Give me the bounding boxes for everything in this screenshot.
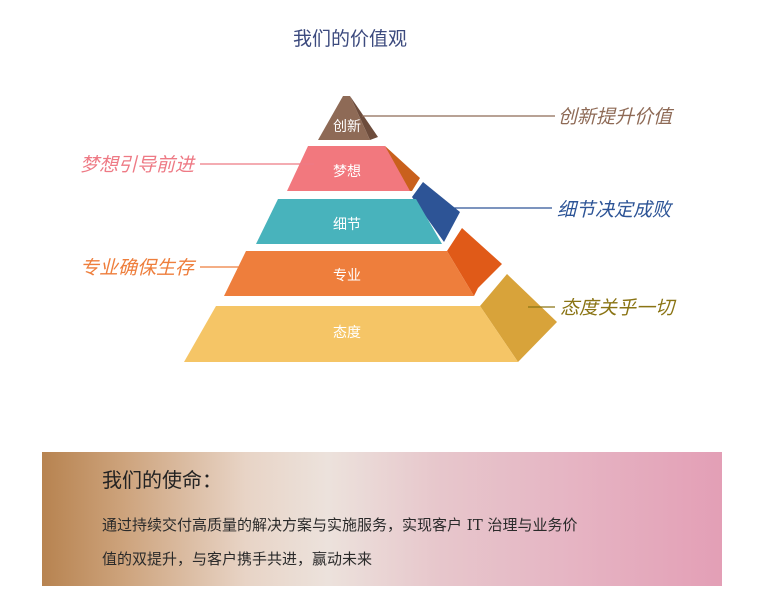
tier-innovation-label: 创新 (333, 119, 361, 135)
pyramid-tier-professional: 专业 (224, 228, 502, 296)
tier-professional-side (447, 228, 502, 296)
mission-text: 通过持续交付高质量的解决方案与实施服务，实现客户 IT 治理与业务价 值的双提升… (102, 508, 712, 576)
value-pyramid: 创新 梦想 细节 专业 态度 创新提升价值 梦想引导前进 细节决定成败 专业确保… (80, 96, 677, 362)
mission-line-1: 通过持续交付高质量的解决方案与实施服务，实现客户 IT 治理与业务价 (102, 516, 578, 534)
page-title: 我们的价值观 (292, 28, 407, 50)
mission-line-2: 值的双提升，与客户携手共进，赢动未来 (102, 550, 373, 568)
tier-detail-front (256, 199, 442, 244)
tier-attitude-front (184, 306, 518, 362)
tier-attitude-side (480, 274, 557, 362)
tier-dream-front (287, 146, 410, 191)
tier-detail-side (412, 182, 460, 242)
pyramid-tier-dream: 梦想 (287, 146, 420, 191)
tier-professional-front (224, 251, 474, 296)
mission-title: 我们的使命： (102, 468, 222, 492)
tier-dream-label: 梦想 (333, 164, 361, 180)
callout-detail-text: 细节决定成败 (557, 199, 674, 221)
tier-innovation-side (350, 96, 378, 140)
tier-professional-label: 专业 (333, 268, 361, 284)
tier-detail-label: 细节 (333, 217, 361, 233)
mission-banner: 我们的使命： 通过持续交付高质量的解决方案与实施服务，实现客户 IT 治理与业务… (42, 452, 722, 586)
pyramid-tier-detail: 细节 (256, 182, 460, 244)
tier-innovation-front (318, 96, 370, 140)
pyramid-tier-attitude: 态度 (184, 274, 557, 362)
callout-dream-text: 梦想引导前进 (80, 154, 196, 176)
callout-innovation-text: 创新提升价值 (558, 106, 675, 128)
callout-professional-text: 专业确保生存 (80, 257, 197, 279)
callout-attitude-text: 态度关乎一切 (560, 297, 677, 319)
pyramid-tier-innovation: 创新 (318, 96, 378, 140)
tier-attitude-label: 态度 (333, 325, 361, 341)
